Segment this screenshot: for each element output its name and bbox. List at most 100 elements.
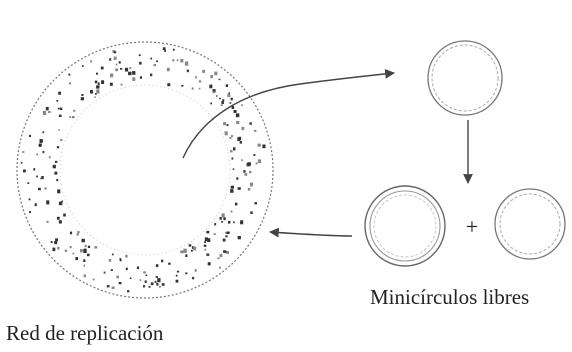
network-dot [227, 232, 230, 235]
network-dot [125, 255, 127, 258]
network-dot [227, 124, 229, 126]
network-dot [43, 151, 45, 153]
network-dot [187, 70, 189, 73]
network-dot [223, 122, 226, 125]
network-dot [185, 272, 187, 274]
network-dot [210, 75, 213, 78]
network-dot [227, 94, 230, 98]
network-dot [55, 161, 57, 163]
network-dot [193, 247, 196, 251]
network-dot [233, 221, 235, 223]
network-dot [35, 203, 37, 206]
release-arrow [183, 73, 394, 158]
network-dot [238, 236, 241, 239]
network-dot [95, 81, 98, 84]
network-dot [36, 154, 38, 156]
network-dot [180, 59, 183, 63]
network-dot [219, 267, 221, 269]
network-dot [101, 80, 104, 84]
network-dot [214, 223, 216, 225]
network-dot [219, 79, 221, 80]
network-dot [150, 74, 152, 77]
network-dot [199, 88, 201, 90]
network-dot [140, 76, 142, 79]
network-dot [47, 221, 49, 223]
network-dot [23, 170, 26, 173]
network-dot [90, 90, 93, 94]
network-dot [221, 101, 224, 104]
network-dot [96, 89, 99, 93]
network-dot [54, 241, 57, 244]
network-dot [77, 234, 79, 236]
network-dot [73, 110, 75, 112]
network-dot [155, 281, 157, 283]
network-dot [206, 231, 209, 234]
network-dot [234, 110, 237, 113]
network-dot [156, 283, 158, 286]
network-dot [238, 137, 241, 140]
network-dot [167, 83, 170, 86]
network-dot [233, 168, 235, 170]
network-dot [57, 146, 59, 148]
network-dot [94, 246, 97, 249]
network-dot [231, 186, 234, 189]
network-dot [192, 87, 194, 89]
network-dot [29, 135, 31, 137]
network-dot [70, 246, 72, 248]
network-dot [172, 59, 174, 61]
network-dot [230, 189, 233, 193]
network-dot [53, 248, 56, 252]
network-dot [223, 250, 226, 253]
network-dot [93, 279, 95, 281]
free-minicircle-bottom-left [365, 186, 445, 266]
network-dot [256, 162, 258, 164]
network-dot [112, 287, 115, 290]
network-dot [98, 83, 100, 86]
network-dot [57, 217, 60, 220]
network-dot [65, 250, 67, 252]
network-dot [48, 111, 51, 113]
network-dot [204, 241, 206, 243]
network-dot [214, 72, 217, 76]
network-dot [127, 290, 129, 292]
network-dot [120, 260, 122, 262]
free-minicircle-bottom-right [495, 189, 565, 259]
network-dot [202, 70, 205, 73]
network-dot [230, 102, 232, 104]
network-dot [132, 71, 135, 75]
network-dot [247, 163, 250, 167]
network-dot [220, 217, 222, 220]
network-dot [115, 68, 118, 71]
network-dot [168, 263, 170, 265]
network-dot [60, 108, 62, 110]
network-dot [223, 217, 225, 220]
network-dot [116, 276, 119, 279]
network-dot [253, 154, 255, 156]
network-dot [39, 144, 42, 147]
network-dot [146, 275, 148, 277]
network-dot [149, 286, 151, 288]
network-dot [262, 145, 265, 149]
network-dot [44, 188, 46, 190]
network-dot [49, 156, 51, 158]
network-dot [167, 68, 170, 71]
network-dot [84, 265, 86, 267]
network-dot [225, 235, 227, 237]
network-dot [29, 211, 31, 213]
network-dot [21, 162, 23, 164]
network-dot [139, 54, 141, 56]
network-dot [207, 254, 209, 256]
network-dot [85, 245, 87, 248]
network-dot [248, 188, 250, 191]
network-dot [130, 278, 132, 280]
network-dot [216, 95, 218, 97]
network-dot [96, 73, 98, 75]
network-dot [230, 150, 232, 153]
network-dot [177, 59, 179, 61]
network-dot [46, 200, 49, 204]
network-dot [55, 238, 58, 241]
network-dot [245, 173, 248, 176]
network-dot [164, 50, 166, 52]
network-dot [236, 177, 238, 179]
